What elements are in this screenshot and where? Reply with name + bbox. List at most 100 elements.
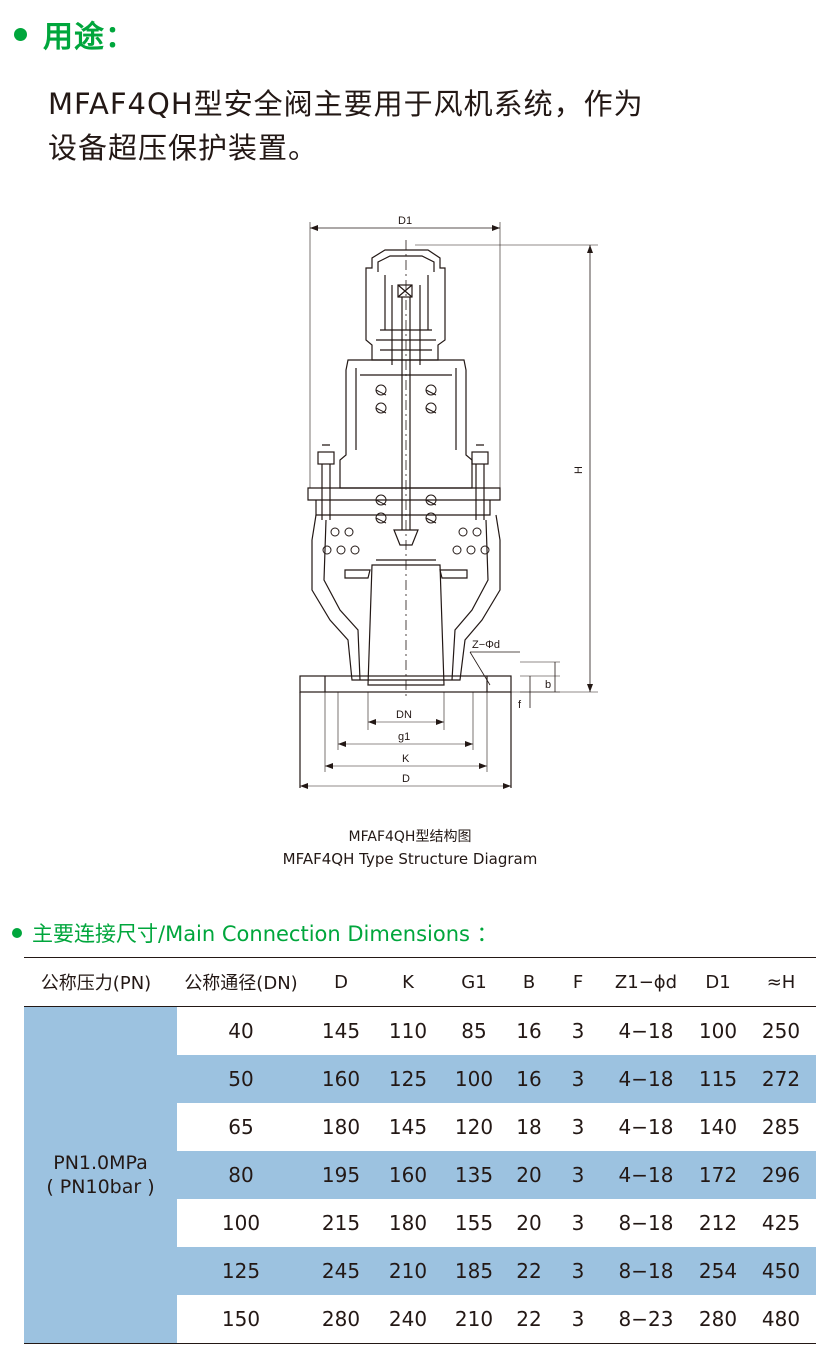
table-cell: 145 (321, 1019, 361, 1043)
table-cell: 4−18 (618, 1019, 674, 1043)
table-cell: 480 (761, 1307, 801, 1331)
table-cell: 4−18 (618, 1163, 674, 1187)
table-cell: 65 (228, 1115, 254, 1139)
table-cell: 85 (461, 1019, 487, 1043)
header-cell: G1 (461, 971, 487, 993)
valve-structure-diagram: D1 H Z−Φd b f DN g1 K D (299, 215, 598, 789)
table-cell: 245 (321, 1259, 361, 1283)
table-cell: 180 (321, 1115, 361, 1139)
table-cell: 8−18 (618, 1211, 674, 1235)
table-cell: 115 (698, 1067, 738, 1091)
bullet-icon (12, 928, 22, 938)
header-cell: B (522, 971, 536, 993)
bullet-icon (14, 27, 27, 41)
pressure-bar: ( PN10bar ) (46, 1176, 155, 1198)
table-cell: 180 (388, 1211, 428, 1235)
pressure-mpa: PN1.0MPa (53, 1152, 148, 1174)
table-cell: 160 (388, 1163, 428, 1187)
table-cell: 425 (761, 1211, 801, 1235)
table-cell: 80 (228, 1163, 254, 1187)
table-cell: 40 (228, 1019, 254, 1043)
table-row: 150 280 240 210 22 3 8−23 280 480 (177, 1295, 816, 1343)
header-cell: D (334, 971, 348, 993)
dimensions-table: 公称压力(PN) 公称通径(DN) D K G1 B F Z1−ϕd D1 ≈H… (24, 957, 816, 1344)
table-cell: 22 (516, 1307, 542, 1331)
table-cell: 280 (698, 1307, 738, 1331)
table-row: 40 145 110 85 16 3 4−18 100 250 (177, 1007, 816, 1055)
pressure-cell: PN1.0MPa ( PN10bar ) (24, 1007, 177, 1343)
header-cell: 公称压力(PN) (40, 973, 152, 994)
label-d1: D1 (398, 215, 412, 227)
dimensions-heading: 主要连接尺寸/Main Connection Dimensions ： (12, 916, 498, 950)
table-cell: 272 (761, 1067, 801, 1091)
table-cell: 110 (388, 1019, 428, 1043)
usage-description: MFAF4QH型安全阀主要用于风机系统，作为 设备超压保护装置。 (48, 82, 808, 170)
label-dn: DN (396, 709, 412, 721)
label-d: D (402, 773, 410, 785)
table-cell: 22 (516, 1259, 542, 1283)
caption-chinese: MFAF4QH型结构图 (348, 829, 472, 845)
header-cell: D1 (705, 971, 731, 993)
caption-english: MFAF4QH Type Structure Diagram (282, 850, 538, 868)
table-cell: 135 (454, 1163, 494, 1187)
table-cell: 4−18 (618, 1067, 674, 1091)
label-b: b (545, 679, 551, 691)
table-cell: 250 (761, 1019, 801, 1043)
table-cell: 172 (698, 1163, 738, 1187)
label-h: H (573, 466, 585, 474)
table-cell: 20 (516, 1211, 542, 1235)
table-cell: 210 (388, 1259, 428, 1283)
table-cell: 296 (761, 1163, 801, 1187)
table-cell: 140 (698, 1115, 738, 1139)
label-k: K (402, 753, 410, 765)
label-g1: g1 (398, 731, 410, 743)
header-cell: K (402, 971, 414, 993)
table-cell: 160 (321, 1067, 361, 1091)
table-cell: 3 (571, 1211, 585, 1235)
table-cell: 212 (698, 1211, 738, 1235)
label-f: f (518, 699, 522, 711)
header-cell: F (572, 971, 584, 993)
header-cell: ≈H (766, 971, 796, 993)
table-cell: 150 (221, 1307, 261, 1331)
table-cell: 16 (516, 1067, 542, 1091)
table-cell: 210 (454, 1307, 494, 1331)
table-header-row: 公称压力(PN) 公称通径(DN) D K G1 B F Z1−ϕd D1 ≈H (24, 958, 816, 1007)
usage-line: 设备超压保护装置。 (48, 131, 319, 165)
table-cell: 18 (516, 1115, 542, 1139)
table-cell: 120 (454, 1115, 494, 1139)
table-cell: 240 (388, 1307, 428, 1331)
table-cell: 3 (571, 1019, 585, 1043)
table-cell: 50 (228, 1067, 254, 1091)
table-cell: 8−23 (618, 1307, 674, 1331)
usage-title: 用途： (43, 20, 136, 55)
table-cell: 195 (321, 1163, 361, 1187)
table-cell: 3 (571, 1307, 585, 1331)
table-cell: 215 (321, 1211, 361, 1235)
table-cell: 3 (571, 1115, 585, 1139)
table-cell: 185 (454, 1259, 494, 1283)
usage-line: MFAF4QH型安全阀主要用于风机系统，作为 (48, 87, 644, 121)
table-cell: 100 (221, 1211, 261, 1235)
table-cell: 254 (698, 1259, 738, 1283)
table-cell: 4−18 (618, 1115, 674, 1139)
header-cell: Z1−ϕd (614, 971, 678, 993)
diagram-caption: MFAF4QH型结构图 MFAF4QH Type Structure Diagr… (250, 826, 570, 870)
table-cell: 100 (454, 1067, 494, 1091)
table-cell: 280 (321, 1307, 361, 1331)
table-cell: 3 (571, 1163, 585, 1187)
table-cell: 3 (571, 1259, 585, 1283)
dimensions-title: 主要连接尺寸/Main Connection Dimensions ： (32, 922, 498, 946)
table-cell: 450 (761, 1259, 801, 1283)
table-cell: 125 (388, 1067, 428, 1091)
label-z-phi-d: Z−Φd (472, 639, 500, 651)
table-cell: 3 (571, 1067, 585, 1091)
table-row: 50 160 125 100 16 3 4−18 115 272 (177, 1055, 816, 1103)
header-cell: 公称通径(DN) (184, 973, 298, 994)
table-cell: 16 (516, 1019, 542, 1043)
table-cell: 100 (698, 1019, 738, 1043)
table-cell: 145 (388, 1115, 428, 1139)
